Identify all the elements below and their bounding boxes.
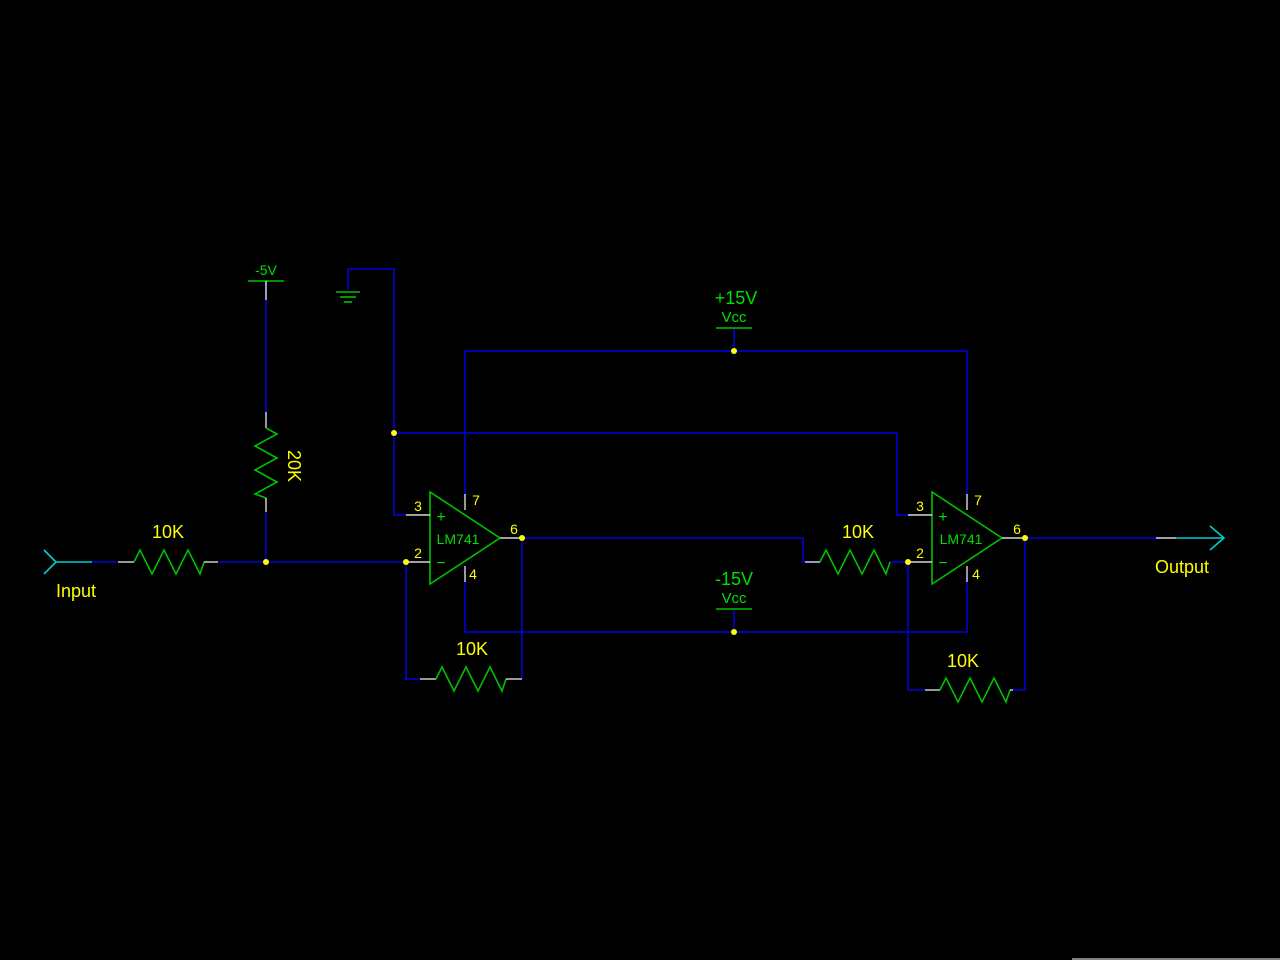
opamp-u2[interactable] (908, 490, 1025, 586)
opamp-u2-pin7: 7 (974, 492, 982, 508)
opamp-u2-plus: + (938, 509, 947, 526)
supply-neg5v[interactable] (248, 280, 284, 300)
opamp-u1-pin7: 7 (472, 492, 480, 508)
junction-dot (731, 348, 737, 354)
opamp-u2-minus: − (938, 555, 947, 572)
opamp-u1-pin4: 4 (469, 566, 477, 582)
input-port[interactable] (43, 549, 92, 575)
opamp-u2-pin2: 2 (916, 545, 924, 561)
resistor-bias[interactable] (253, 412, 279, 512)
wires (90, 268, 1160, 691)
supply-pos15v-vcc: Vcc (721, 309, 747, 326)
junction-dot (731, 629, 737, 635)
supply-neg15v-label: -15V (715, 569, 753, 589)
resistor-mid[interactable] (805, 548, 891, 577)
opamp-u2-pin3: 3 (916, 498, 924, 514)
opamp-u1-pin6: 6 (510, 521, 518, 537)
resistor-mid-value: 10K (842, 522, 874, 542)
opamp-u1-minus: − (436, 555, 445, 572)
opamp-u1[interactable] (406, 490, 522, 586)
supply-pos15v-label: +15V (715, 288, 758, 308)
opamp-u2-part: LM741 (940, 531, 983, 547)
junction-dot (403, 559, 409, 565)
resistor-input[interactable] (118, 548, 218, 577)
junction-dot (519, 535, 525, 541)
junction-dot (905, 559, 911, 565)
resistor-feedback-u1-value: 10K (456, 639, 488, 659)
resistor-feedback-u2-value: 10K (947, 651, 979, 671)
supply-neg15v-vcc: Vcc (721, 590, 747, 607)
resistor-bias-value: 20K (284, 450, 304, 482)
opamp-u1-part: LM741 (437, 531, 480, 547)
output-port[interactable] (1156, 525, 1226, 551)
supply-neg5v-label: -5V (255, 262, 277, 278)
junction-dot (1022, 535, 1028, 541)
opamp-u1-plus: + (436, 509, 445, 526)
junction-dots (263, 348, 1028, 635)
output-label: Output (1155, 557, 1209, 577)
opamp-u1-pin3: 3 (414, 498, 422, 514)
opamp-u1-pin2: 2 (414, 545, 422, 561)
resistor-input-value: 10K (152, 522, 184, 542)
ground-symbol[interactable] (336, 269, 360, 303)
junction-dot (263, 559, 269, 565)
opamp-u2-pin4: 4 (972, 566, 980, 582)
opamp-u2-pin6: 6 (1013, 521, 1021, 537)
junction-dot (391, 430, 397, 436)
input-label: Input (56, 581, 96, 601)
resistor-feedback-u2[interactable] (925, 676, 1013, 705)
resistor-feedback-u1[interactable] (420, 665, 522, 694)
